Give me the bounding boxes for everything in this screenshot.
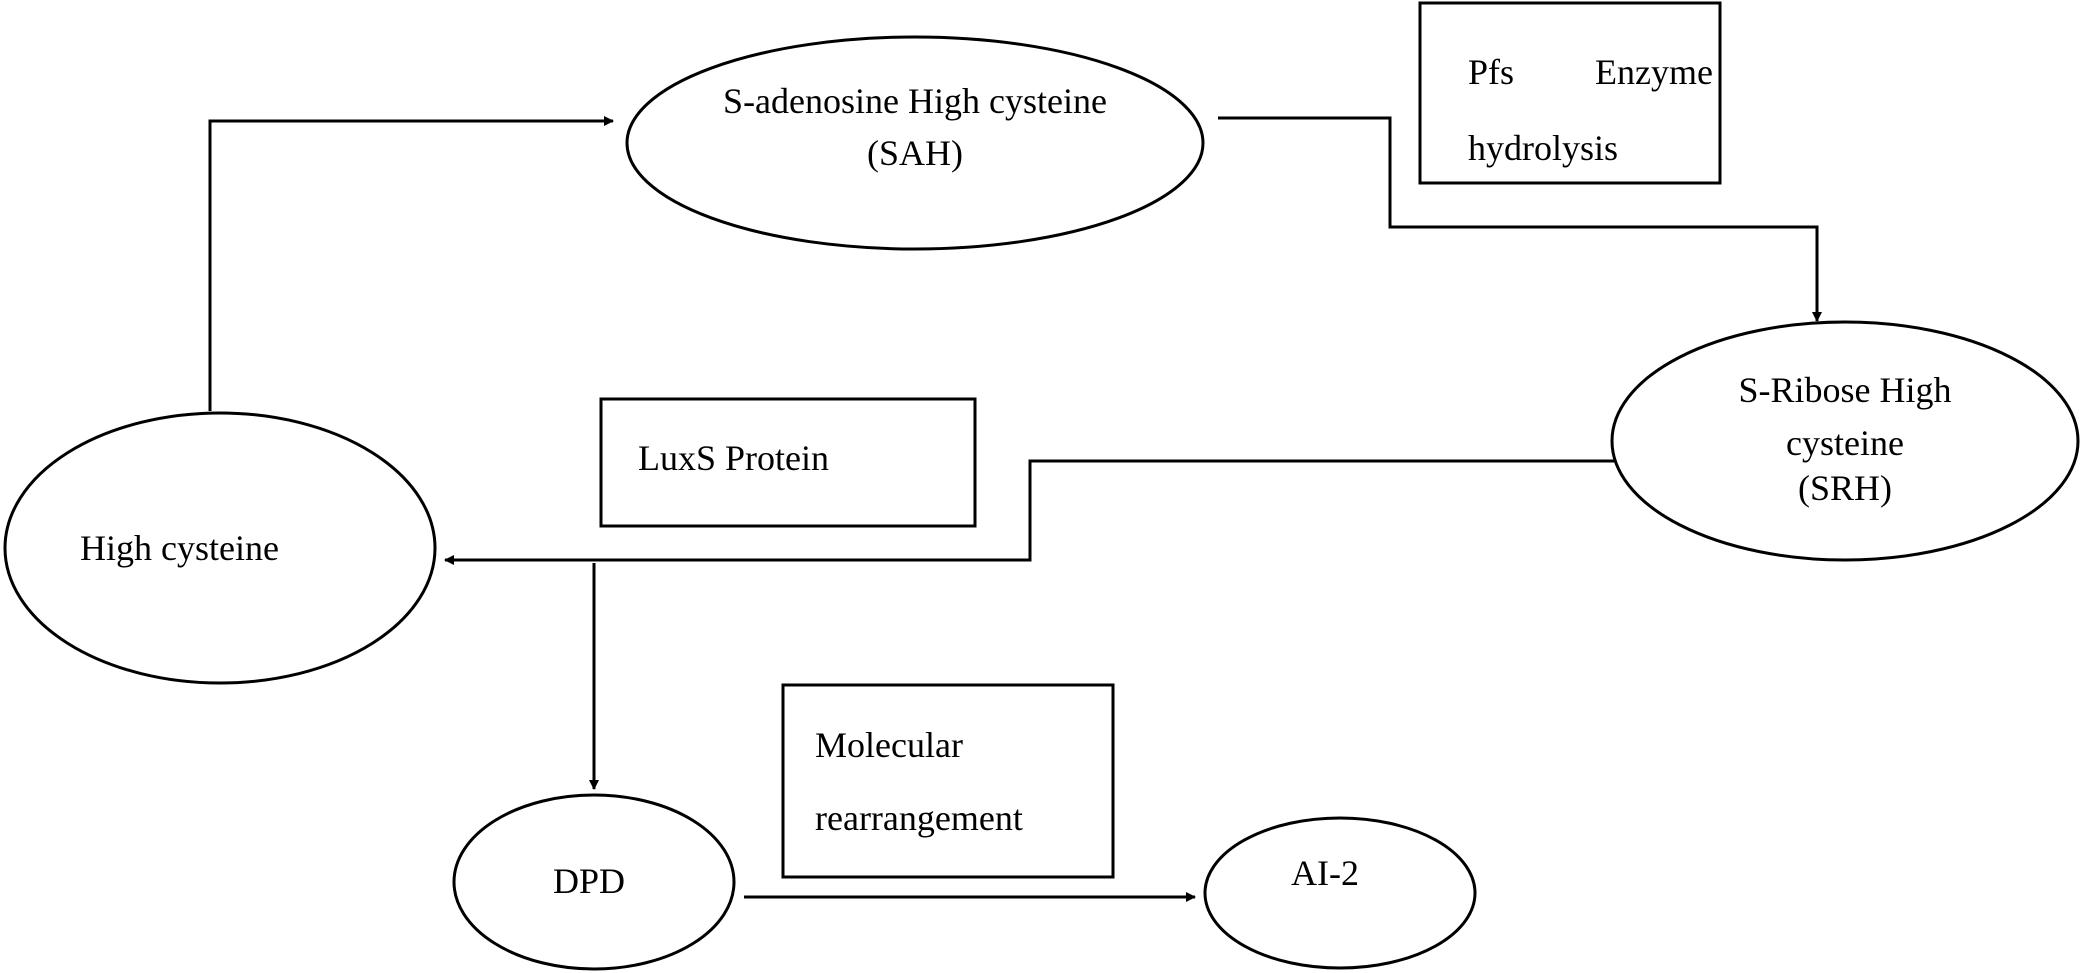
node-sah-line1: S-adenosine High cysteine [723, 81, 1107, 121]
annotation-pfs-word1: Pfs [1468, 52, 1514, 92]
node-dpd [452, 793, 736, 971]
node-sah [625, 35, 1205, 251]
node-sah-line2: (SAH) [867, 133, 963, 173]
annotation-molecular-line2: rearrangement [815, 798, 1023, 838]
node-srh-line1: S-Ribose High [1738, 370, 1951, 410]
annotation-luxs-label: LuxS Protein [638, 438, 829, 478]
annotation-pfs-box [1418, 1, 1722, 185]
node-high-cysteine [3, 411, 437, 685]
node-dpd-label: DPD [553, 861, 625, 901]
annotation-luxs-box [599, 397, 977, 528]
node-ai2-label: AI-2 [1291, 853, 1359, 893]
annotation-molecular-line1: Molecular [815, 725, 963, 765]
node-ai2 [1203, 816, 1477, 970]
node-srh-line3: (SRH) [1798, 468, 1892, 508]
edge-sah-to-srh [1218, 116, 1822, 322]
annotation-molecular-box [781, 683, 1115, 879]
annotation-pfs-line2: hydrolysis [1468, 128, 1618, 168]
edge-srh-to-high-cysteine [444, 459, 1622, 565]
node-high-cysteine-label: High cysteine [80, 528, 279, 568]
node-srh [1610, 320, 2080, 562]
annotation-pfs-word2: Enzyme [1595, 52, 1713, 92]
node-srh-line2: cysteine [1786, 423, 1904, 463]
edge-high-cysteine-to-sah [208, 116, 614, 411]
